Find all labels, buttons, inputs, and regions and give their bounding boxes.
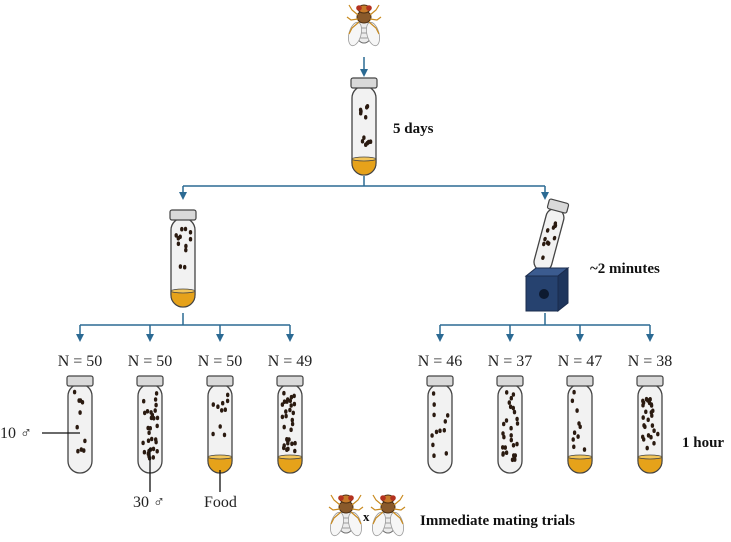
split-right [436,313,654,342]
label-2-minutes: ~2 minutes [590,261,660,277]
fly-icon-male [369,494,407,538]
label-1-hour: 1 hour [682,435,724,451]
n-label-right-3: N = 47 [558,353,603,370]
split-left [76,313,294,342]
vial-right-2 [496,375,524,474]
n-label-right-1: N = 46 [418,353,463,370]
annotation-10-males: 10 ♂ [0,425,32,442]
annotation-food: Food [204,494,237,511]
vial-left-3 [206,375,234,474]
fly-icon-top [345,4,383,48]
vial-right-1 [426,375,454,474]
n-label-right-4: N = 38 [628,353,673,370]
vials-layer [66,77,664,474]
cross-symbol: x [363,509,370,524]
vial-left-parent [169,209,197,308]
label-5-days: 5 days [393,121,434,137]
label-mating-trials: Immediate mating trials [420,513,575,529]
vial-right-3 [566,375,594,474]
vial-left-4 [276,375,304,474]
vial-left-1 [66,375,94,474]
right-group-labels: N = 46 N = 37 N = 47 N = 38 [418,353,673,370]
vial-right-4 [636,375,664,474]
left-group-labels: N = 50 N = 50 N = 50 N = 49 [58,353,313,370]
split-top [179,176,549,200]
annotation-30-males: 30 ♂ [133,494,165,511]
vial-left-2 [136,375,164,474]
n-label-left-2: N = 50 [128,353,173,370]
n-label-left-1: N = 50 [58,353,103,370]
vial-right-vortex [533,198,570,272]
vial-top [350,77,378,176]
n-label-right-2: N = 37 [488,353,533,370]
n-label-left-4: N = 49 [268,353,313,370]
n-label-left-3: N = 50 [198,353,243,370]
vortex-block [524,266,570,313]
fly-icon-female [327,494,365,538]
